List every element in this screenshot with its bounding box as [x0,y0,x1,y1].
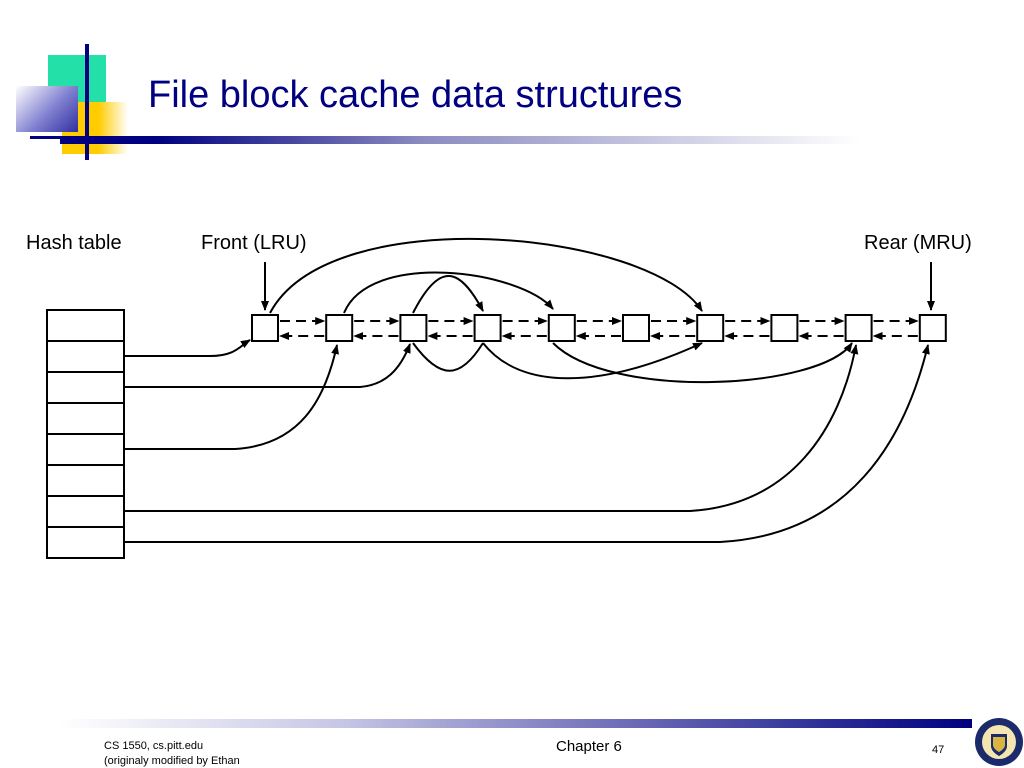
deco-vertical-line [85,44,89,160]
deco-blue-square [16,86,78,132]
hash-table-slot [46,495,125,528]
hash-table-slot [46,340,125,373]
footer-chapter: Chapter 6 [556,738,622,755]
cache-block [473,314,502,342]
hash-table-slot [46,309,125,342]
cache-block [547,314,576,342]
front-lru-label: Front (LRU) [201,232,307,254]
hash-table [46,309,125,559]
title-underline [60,136,860,144]
hash-chain-arrows [269,237,853,384]
footer-course: CS 1550, cs.pitt.edu [104,740,204,752]
cache-block [696,314,725,342]
hash-table-slot [46,371,125,404]
bucket-pointer-arrows [124,339,930,543]
cache-block [770,314,799,342]
chain-arrow-5-to-9 [552,342,853,384]
hash-table-label: Hash table [26,232,122,254]
bucket-arrow-to-block-2 [124,344,339,450]
chain-arrow-3-to-4-bottom [412,342,484,372]
rear-mru-label: Rear (MRU) [864,232,972,254]
bucket-arrow-to-block-1 [124,339,251,357]
chain-arrow-2-to-5 [343,271,554,314]
footer-credit: (originaly modified by Ethan [104,755,240,767]
bucket-arrow-to-block-3 [124,343,411,388]
footer-rule [60,719,972,728]
cache-block [325,314,354,342]
hash-table-slot [46,526,125,559]
cache-block-list [251,314,947,342]
chain-arrow-1-to-7 [269,237,703,314]
chain-arrow-4-to-7 [482,342,703,380]
cache-block [844,314,873,342]
hash-table-slot [46,402,125,435]
chain-arrow-3-to-4 [412,275,484,314]
cache-block [251,314,279,342]
bucket-arrow-to-block-10 [124,344,930,543]
hash-table-slot [46,464,125,497]
bucket-arrow-to-block-9 [124,344,859,512]
cache-block [622,314,650,342]
cache-block [918,314,947,342]
footer-page-number: 47 [932,744,945,756]
hash-table-slot [46,433,125,466]
university-seal-icon [975,718,1023,766]
slide-title: File block cache data structures [148,74,683,116]
cache-block [399,314,428,342]
